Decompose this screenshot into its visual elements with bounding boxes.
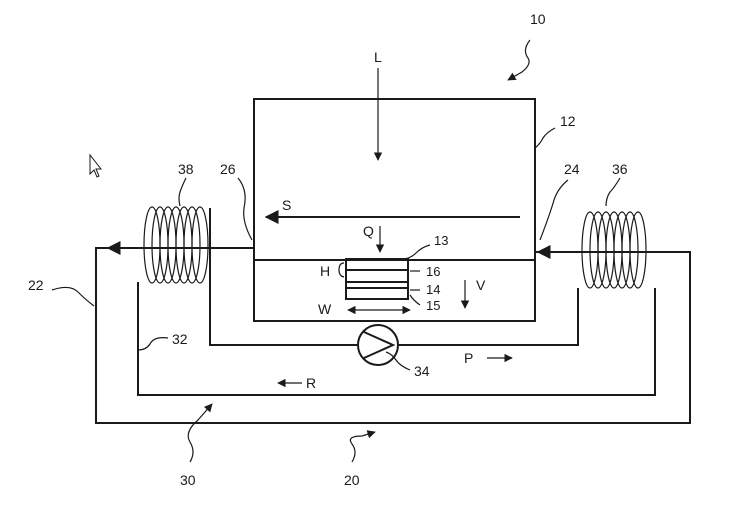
leader-15: [410, 295, 420, 305]
leader-10: [508, 40, 530, 80]
coil-38: [144, 207, 208, 283]
ref-20: 20: [344, 472, 360, 488]
leader-26: [238, 178, 252, 240]
ref-30: 30: [180, 472, 196, 488]
label-V: V: [476, 277, 486, 293]
leader-12: [535, 128, 555, 148]
leader-30: [188, 404, 212, 462]
ref-10: 10: [530, 11, 546, 27]
leader-32: [138, 338, 168, 350]
cursor-icon: [90, 155, 101, 177]
ref-13: 13: [434, 233, 448, 248]
loop-30-upper: [210, 208, 578, 345]
ref-26: 26: [220, 161, 236, 177]
element-13: [346, 259, 408, 299]
leader-20: [350, 432, 375, 462]
ref-14: 14: [426, 282, 440, 297]
label-S: S: [282, 197, 291, 213]
ref-34: 34: [414, 363, 430, 379]
ref-36: 36: [612, 161, 628, 177]
pump-symbol: [364, 332, 393, 358]
ref-16: 16: [426, 264, 440, 279]
leader-38: [179, 178, 186, 206]
leader-22: [52, 287, 94, 306]
label-P: P: [464, 350, 473, 366]
leader-36: [606, 178, 620, 206]
leader-24: [540, 180, 568, 240]
coil-36: [582, 212, 646, 288]
bracket-H: [339, 263, 344, 277]
label-Q: Q: [363, 223, 374, 239]
leader-13: [402, 245, 430, 259]
ref-38: 38: [178, 161, 194, 177]
ref-24: 24: [564, 161, 580, 177]
ref-15: 15: [426, 298, 440, 313]
label-R: R: [306, 375, 316, 391]
label-H: H: [320, 263, 330, 279]
ref-22: 22: [28, 277, 44, 293]
ref-32: 32: [172, 331, 188, 347]
label-L: L: [374, 49, 382, 65]
ref-12: 12: [560, 113, 576, 129]
label-W: W: [318, 301, 332, 317]
